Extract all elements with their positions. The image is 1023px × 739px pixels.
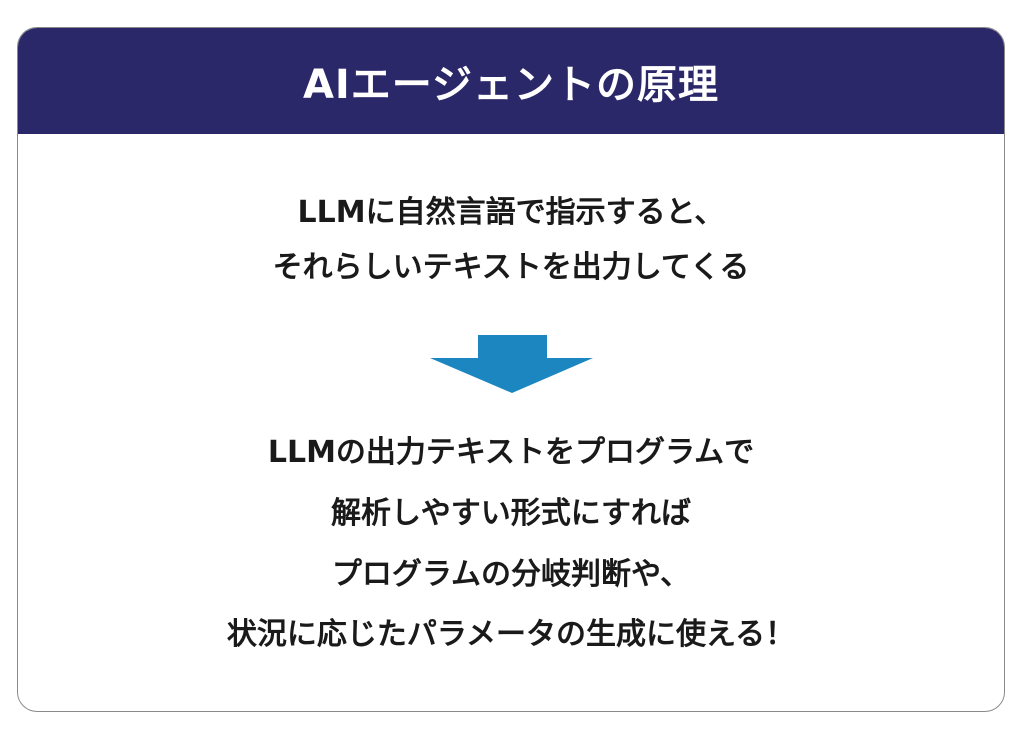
slide-title: AIエージェントの原理: [302, 62, 720, 108]
slide-card: AIエージェントの原理 LLMに自然言語で指示すると、 それらしいテキストを出力…: [17, 27, 1005, 712]
conclusion-line-1: LLMの出力テキストをプログラムで: [267, 435, 755, 470]
header-bar: AIエージェントの原理: [18, 28, 1004, 134]
conclusion-line-4: 状況に応じたパラメータの生成に使える！: [226, 617, 796, 652]
premise-line-2: それらしいテキストを出力してくる: [272, 250, 750, 285]
conclusion-line-2: 解析しやすい形式にすれば: [331, 496, 691, 531]
premise-line-1: LLMに自然言語で指示すると、: [297, 195, 725, 230]
down-arrow-icon: [430, 335, 593, 393]
conclusion-line-3: プログラムの分岐判断や、: [331, 557, 691, 592]
